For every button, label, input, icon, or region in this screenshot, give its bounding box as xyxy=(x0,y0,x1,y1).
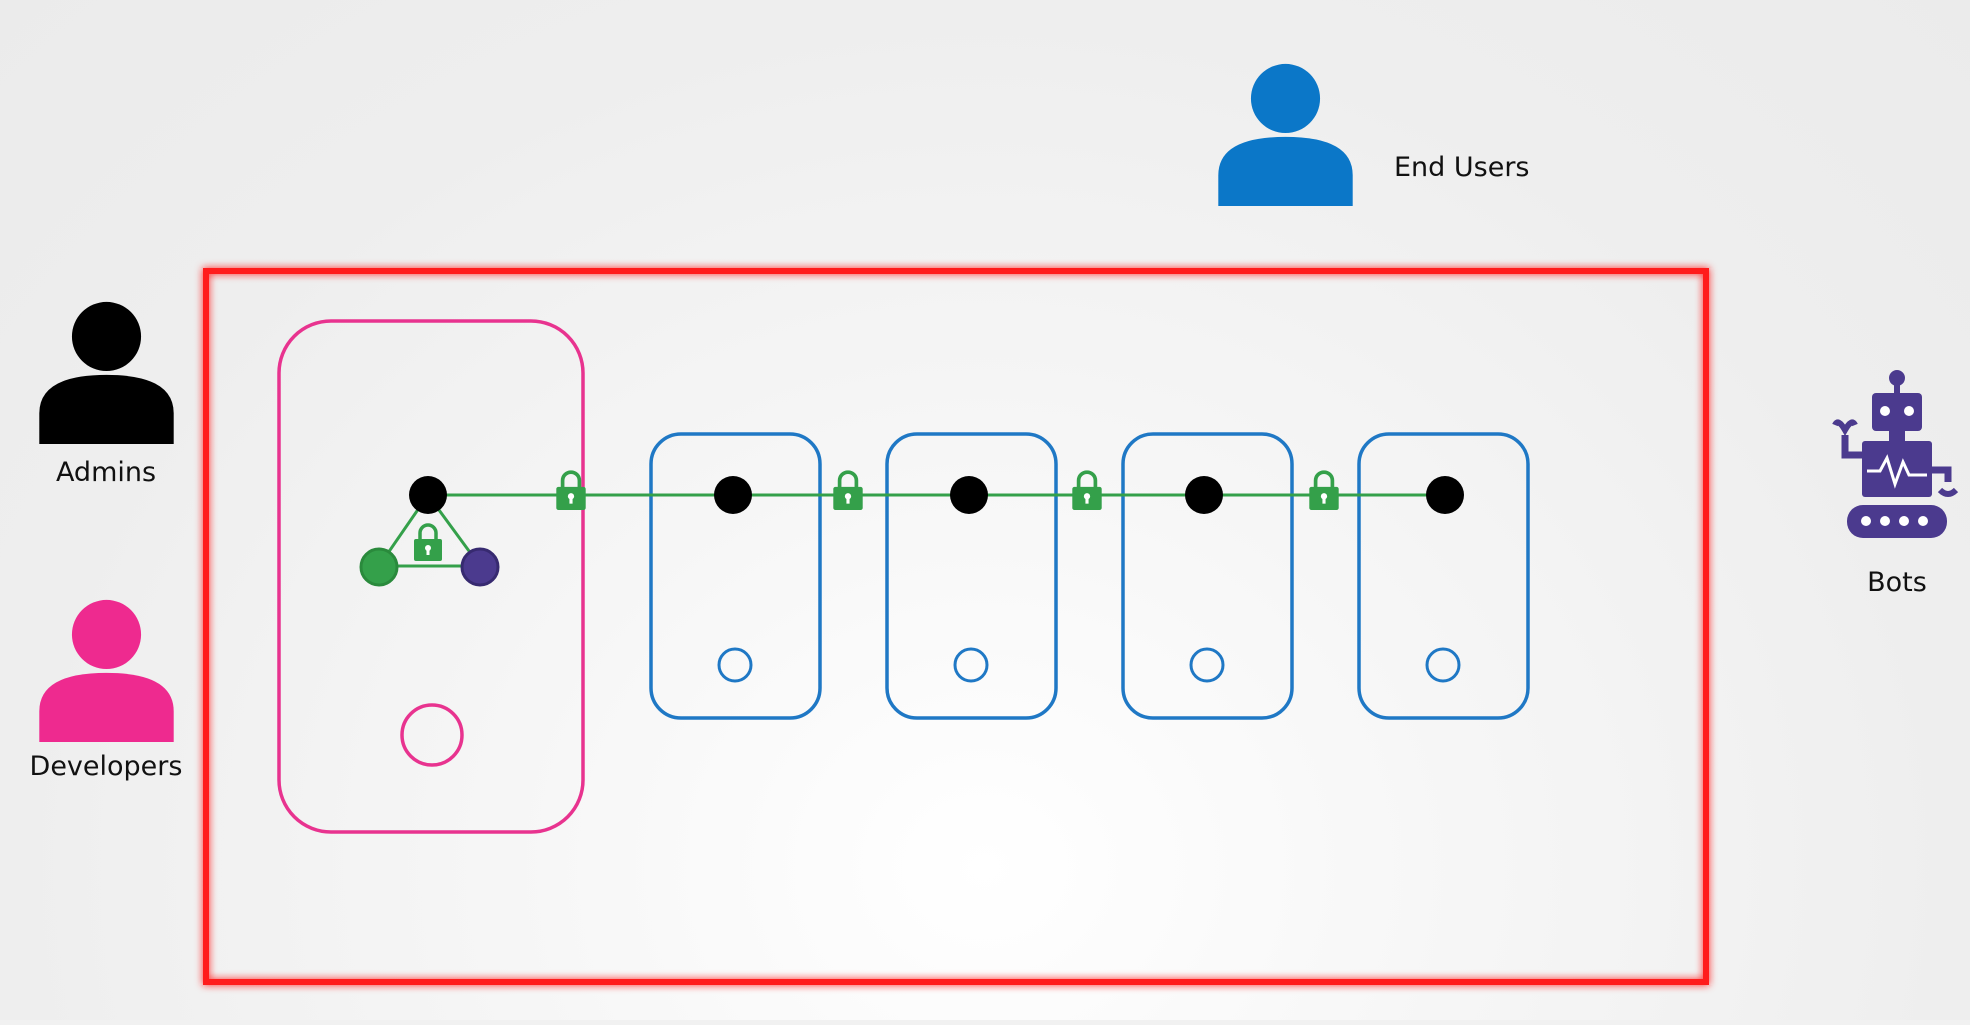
endpoint-dot xyxy=(950,476,988,514)
lock-icon xyxy=(1070,470,1104,511)
worker-components xyxy=(717,647,1461,683)
developers-actor: Developers xyxy=(30,599,183,782)
lock-icon xyxy=(831,470,865,511)
end-users-label: End Users xyxy=(1394,152,1530,183)
robot-icon xyxy=(1832,370,1959,538)
endpoints xyxy=(409,476,1464,514)
lock-icon xyxy=(412,523,444,562)
worker-nodes xyxy=(649,432,1530,720)
worker-node xyxy=(1357,432,1530,720)
person-icon xyxy=(1218,63,1353,206)
bots-actor: Bots xyxy=(1832,370,1959,598)
worker-component-ring xyxy=(953,647,989,683)
worker-component-ring xyxy=(717,647,753,683)
admins-label: Admins xyxy=(56,457,156,488)
endpoint-dot xyxy=(1185,476,1223,514)
cluster-boundary xyxy=(203,268,1709,985)
developers-label: Developers xyxy=(30,751,183,782)
lock-icon xyxy=(1307,470,1341,511)
worker-component-ring xyxy=(1189,647,1225,683)
worker-node xyxy=(1121,432,1294,720)
green-component xyxy=(359,547,399,587)
endpoint-dot xyxy=(714,476,752,514)
admins-actor: Admins xyxy=(39,301,174,488)
endpoint-dot xyxy=(409,476,447,514)
purple-component xyxy=(460,547,500,587)
worker-component-ring xyxy=(1425,647,1461,683)
worker-node xyxy=(885,432,1058,720)
master-component-ring xyxy=(400,703,464,767)
master-node xyxy=(277,319,585,834)
person-icon xyxy=(39,301,174,444)
person-icon xyxy=(39,599,174,742)
end-users-actor: End Users xyxy=(1218,63,1530,206)
bots-label: Bots xyxy=(1867,567,1927,598)
worker-node xyxy=(649,432,822,720)
endpoint-dot xyxy=(1426,476,1464,514)
